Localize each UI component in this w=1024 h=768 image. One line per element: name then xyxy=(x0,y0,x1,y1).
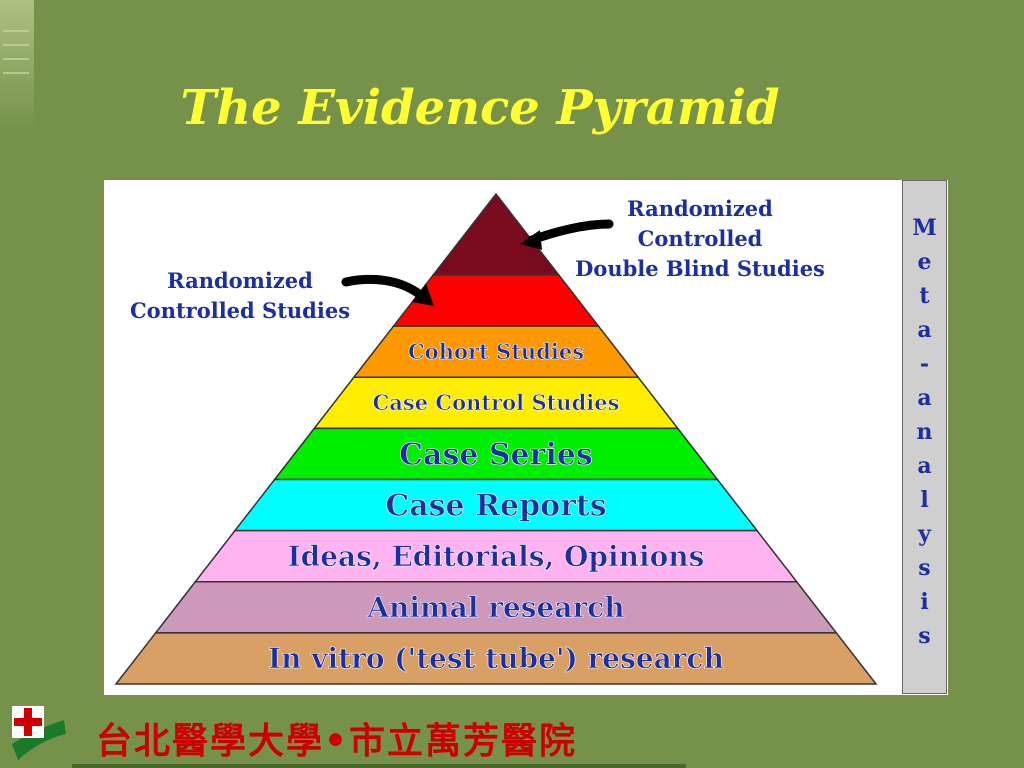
callout-rct-line-0: Randomized xyxy=(167,268,313,293)
callout-rcdbs-line-2: Double Blind Studies xyxy=(575,256,825,281)
callout-rcdbs-line-0: Randomized xyxy=(627,196,773,221)
institution-name: 台北醫學大學•市立萬芳醫院 xyxy=(96,720,578,762)
meta-analysis-bar: M e t a - a n a l y s i s xyxy=(902,180,947,694)
pyramid-level-label-7: Animal research xyxy=(366,591,624,624)
pyramid-level-label-3: Case Control Studies xyxy=(373,390,620,415)
hospital-logo-icon xyxy=(12,706,66,760)
callout-rcdbs-line-1: Controlled xyxy=(638,226,763,251)
callout-rct-line-1: Controlled Studies xyxy=(130,298,350,323)
arrow-to-rct-icon xyxy=(341,274,429,303)
pyramid-level-label-5: Case Reports xyxy=(385,489,606,524)
pyramid-level-8 xyxy=(114,632,878,685)
meta-analysis-label: M e t a - a n a l y s i s xyxy=(912,215,937,649)
pyramid-level-label-4: Case Series xyxy=(399,437,593,472)
arrow-head-rct xyxy=(412,284,434,306)
pyramid-level-label-8: In vitro ('test tube') research xyxy=(268,642,724,675)
slide-title: The Evidence Pyramid xyxy=(180,80,780,136)
arrow-head-rcdbs xyxy=(520,230,542,250)
footer-divider xyxy=(72,764,686,768)
pyramid-level-label-6: Ideas, Editorials, Opinions xyxy=(288,540,705,573)
pyramid-level-label-2: Cohort Studies xyxy=(408,339,584,364)
corner-decoration xyxy=(0,0,34,130)
arrow-to-rcdbs-icon xyxy=(527,219,614,245)
